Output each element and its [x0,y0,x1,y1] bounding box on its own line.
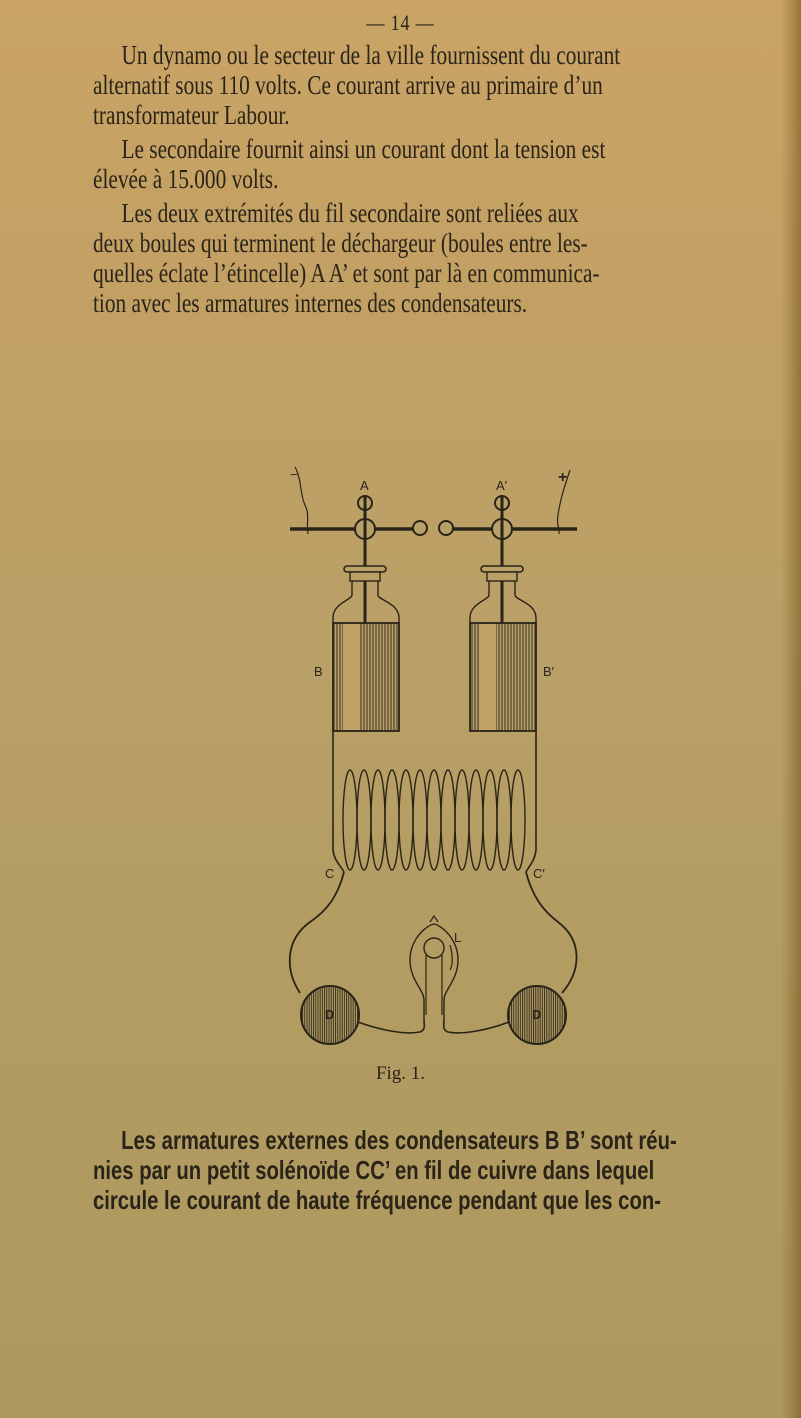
figure-caption: Fig. 1. [375,1063,426,1084]
text-line: tion avec les armatures internes des con… [93,288,528,318]
paragraph-4: Les armatures externes des condensateurs… [93,1125,764,1215]
text-line: Les deux extrémités du fil secondaire so… [121,198,579,228]
label-A-prime: A′ [496,478,508,493]
text-line: transformateur Labour. [93,100,290,130]
text-line: deux boules qui terminent le déchargeur … [93,228,588,258]
spark-ball-left [412,520,428,536]
paragraph-3: Les deux extrémités du fil secondaire so… [93,198,772,318]
text-line: élevée à 15.000 volts. [93,164,279,194]
spark-ball-right [438,520,454,536]
text-line: quelles éclate l’étincelle) A A’ et sont… [93,258,600,288]
text-line: Les armatures externes des condensateurs… [121,1125,677,1155]
text-line: Un dynamo ou le secteur de la ville four… [121,40,621,70]
text-line: circule le courant de haute fréquence pe… [93,1185,661,1215]
label-plus: + [558,469,567,486]
ball-D-left [300,985,360,1045]
text-line: nies par un petit solénoïde CC’ en fil d… [93,1155,655,1185]
label-minus: − [290,467,298,482]
condenser-circuit-illustration: − + A A′ B B′ C C′ L D D [288,466,578,1045]
wire-C-prime-to-D-prime [525,871,578,994]
solenoid-CC-prime [342,769,526,871]
leyden-jar-right [469,539,537,770]
ball-D-right [507,985,567,1045]
label-A: A [360,478,369,493]
paragraph-2: Le secondaire fournit ainsi un courant d… [93,134,772,194]
lamp-L [409,914,459,1020]
leyden-jar-left [332,539,400,770]
figure-1-diagram: − + A A′ B B′ C C′ L D D [240,440,580,1080]
label-D-right: D [532,1007,541,1022]
paragraph-1: Un dynamo ou le secteur de la ville four… [93,40,772,130]
label-B-prime: B′ [543,664,555,679]
page-number: — 14 — [366,10,435,35]
page-edge-shadow [781,0,801,1418]
text-line: Le secondaire fournit ainsi un courant d… [121,134,606,164]
label-B: B [314,664,323,679]
wire-C-to-D [288,871,345,994]
label-D-left: D [325,1007,334,1022]
label-C: C [325,866,334,881]
label-C-prime: C′ [533,866,545,881]
text-line: alternatif sous 110 volts. Ce courant ar… [93,70,603,100]
label-L: L [454,930,461,945]
negative-lead-wire [294,466,309,535]
